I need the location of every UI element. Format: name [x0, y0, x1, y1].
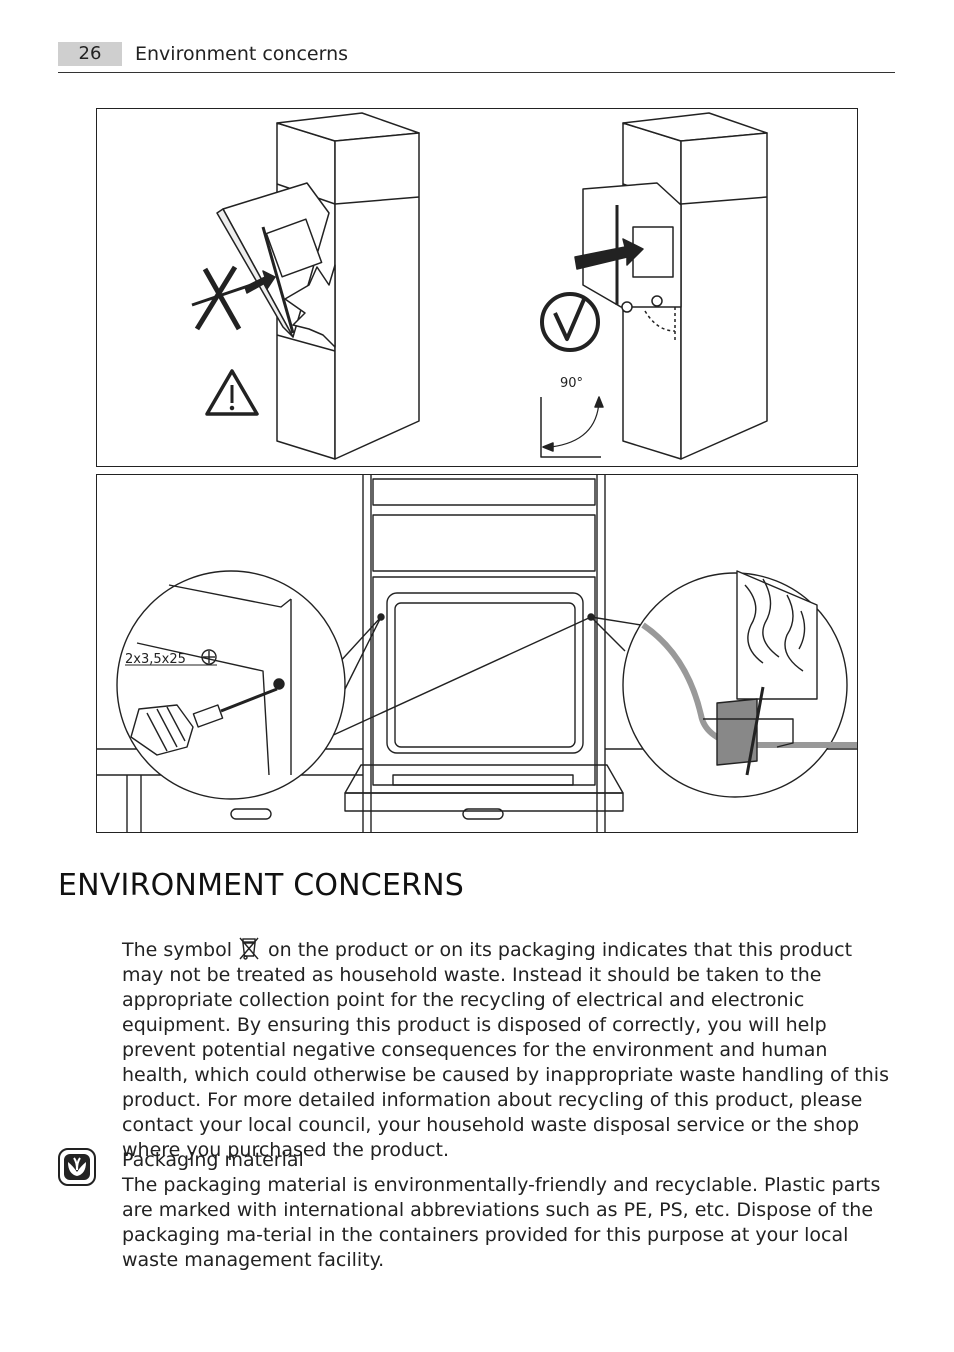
installation-figure-top: 90° [96, 108, 858, 467]
angle-label: 90° [560, 376, 583, 391]
installation-figure-bottom: 2x3,5x25 [96, 474, 858, 833]
check-circle-icon [540, 292, 600, 352]
page-number: 26 [58, 42, 122, 66]
warning-triangle-icon [205, 369, 259, 416]
weee-text-after: on the product or on its packaging indic… [122, 939, 889, 1161]
crossed-out-wheelie-bin-icon [239, 937, 259, 960]
screw-size-label: 2x3,5x25 [125, 652, 186, 667]
page-header: 26 Environment concerns [58, 40, 895, 73]
x-mark-icon [191, 265, 258, 331]
installation-drawing-bottom: 2x3,5x25 [97, 475, 857, 832]
packaging-heading: Packaging material [122, 1149, 304, 1171]
weee-text-before: The symbol [122, 939, 232, 961]
section-title: ENVIRONMENT CONCERNS [58, 868, 465, 903]
installation-drawing-top: 90° [191, 112, 768, 460]
eco-leaf-icon [58, 1148, 96, 1186]
packaging-paragraph: Packaging material The packaging materia… [122, 1148, 896, 1273]
packaging-text: The packaging material is environmentall… [122, 1174, 881, 1271]
header-title: Environment concerns [135, 43, 349, 65]
